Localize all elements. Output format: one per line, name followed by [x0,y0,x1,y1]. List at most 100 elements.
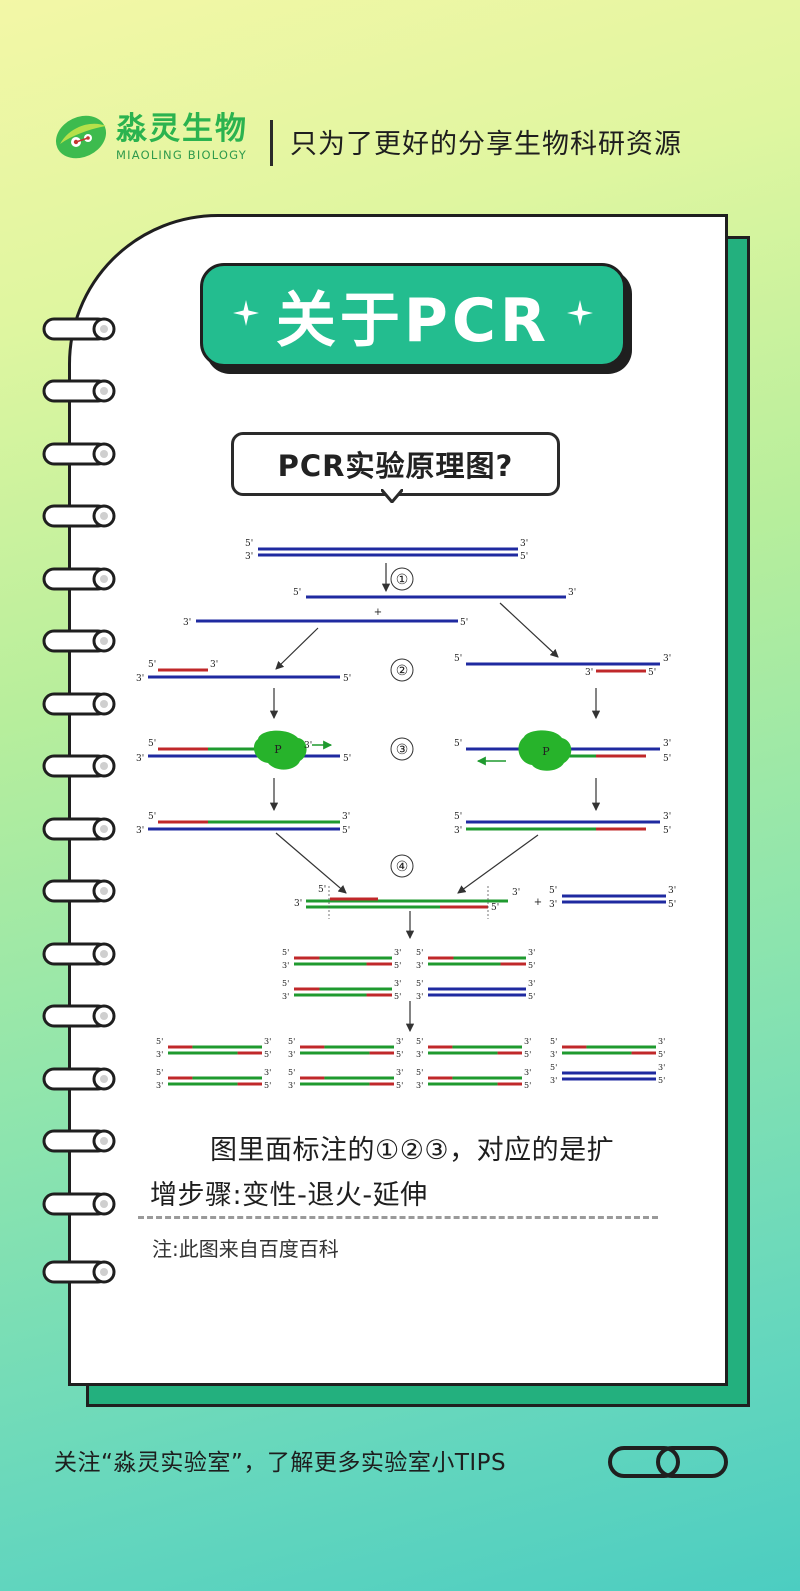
end-label: 3' [454,826,462,836]
step-circle [390,658,414,682]
end-label: 3' [663,739,671,749]
end-label: 5' [668,900,676,910]
brand-name-en: MIAOLING BIOLOGY [116,148,247,162]
end-label: 3' [512,888,520,898]
end-label: 5' [550,1063,557,1072]
subtitle: PCR实验原理图? [277,449,514,483]
end-label: 3' [264,1068,271,1077]
description-line-2: 增步骤:变性-退火-延伸 [150,1180,428,1211]
binding-ring-icon [42,879,116,903]
brand-name-cn: 淼灵生物 [116,111,248,147]
end-label: 5' [658,1076,665,1085]
sparkle-icon [567,300,593,326]
end-label: 3' [524,1037,531,1046]
header-slogan: 只为了更好的分享生物科研资源 [290,129,682,160]
end-label: 5' [416,1037,423,1046]
end-label: 3' [528,948,535,957]
end-label: 3' [568,588,576,598]
step-circle [390,567,414,591]
end-label: 5' [550,1037,557,1046]
end-label: 3' [342,812,350,822]
binding-ring-icon [42,754,116,778]
end-label: 3' [550,1050,557,1059]
end-label: 3' [668,886,676,896]
end-label: 3' [396,1037,403,1046]
step-label: ② [396,663,409,679]
polymerase-blob [518,730,572,771]
end-label: 5' [524,1081,531,1090]
plus-sign: + [374,607,382,618]
end-label: 3' [658,1037,665,1046]
end-label: 3' [245,552,253,562]
end-label: 3' [394,948,401,957]
end-label: 3' [264,1037,271,1046]
header-divider [270,120,273,166]
binding-ring-icon [42,504,116,528]
end-label: 3' [294,899,302,909]
end-label: 3' [549,900,557,910]
end-label: 3' [136,674,144,684]
end-label: 5' [156,1068,163,1077]
end-label: 3' [394,979,401,988]
end-label: 3' [288,1081,295,1090]
end-label: 5' [394,961,401,970]
dashed-divider [138,1216,658,1219]
pcr-diagram: 5'3'3'5'①5'3'+3'5'②5'3'3'5'5'3'3'5'③5'3'… [136,539,676,1090]
end-label: 3' [658,1063,665,1072]
end-label: 5' [520,552,528,562]
binding-ring-icon [42,1260,116,1284]
description: 图里面标注的①②③，对应的是扩 增步骤:变性-退火-延伸 [150,1128,680,1218]
binding-ring-icon [42,317,116,341]
end-label: 5' [454,739,462,749]
leaf-logo-icon [55,115,107,159]
end-label: 5' [264,1081,271,1090]
flow-arrow [275,832,347,894]
end-label: 3' [282,992,289,1001]
end-label: 3' [304,741,312,751]
binding-ring-icon [42,692,116,716]
end-label: 5' [416,1068,423,1077]
end-label: 5' [148,739,156,749]
end-label: 5' [549,886,557,896]
end-label: 5' [156,1037,163,1046]
end-label: 3' [416,1050,423,1059]
polymerase-label: P [274,743,282,756]
binding-ring-icon [42,629,116,653]
title-banner: 关于PCR [200,263,626,367]
end-label: 5' [663,826,671,836]
flow-arrow [457,834,539,894]
end-label: 3' [136,826,144,836]
end-label: 5' [148,660,156,670]
footer-text: 关注“淼灵实验室”，了解更多实验室小TIPS [54,1450,507,1476]
binding-ring-icon [42,1192,116,1216]
end-label: 3' [416,961,423,970]
end-label: 3' [416,1081,423,1090]
end-label: 3' [663,812,671,822]
end-label: 5' [528,992,535,1001]
chain-link-icon [608,1446,728,1478]
end-label: 5' [288,1037,295,1046]
polymerase-label: P [542,745,550,758]
source-note: 注:此图来自百度百科 [152,1237,339,1261]
end-label: 5' [454,654,462,664]
end-label: 3' [183,618,191,628]
end-label: 3' [156,1081,163,1090]
end-label: 5' [288,1068,295,1077]
end-label: 5' [524,1050,531,1059]
end-label: 3' [156,1050,163,1059]
binding-ring-icon [42,817,116,841]
subtitle-bubble: PCR实验原理图? [231,432,560,496]
brand-logo: 淼灵生物 MIAOLING BIOLOGY [52,108,248,166]
speech-tail-icon [381,489,403,503]
binding-ring-icon [42,379,116,403]
end-label: 3' [288,1050,295,1059]
end-label: 3' [528,979,535,988]
end-label: 3' [663,654,671,664]
end-label: 3' [524,1068,531,1077]
end-label: 3' [282,961,289,970]
description-line-1: 图里面标注的①②③，对应的是扩 [210,1135,615,1166]
end-label: 3' [416,992,423,1001]
end-label: 5' [394,992,401,1001]
end-label: 5' [245,539,253,549]
flow-arrow [275,627,319,670]
